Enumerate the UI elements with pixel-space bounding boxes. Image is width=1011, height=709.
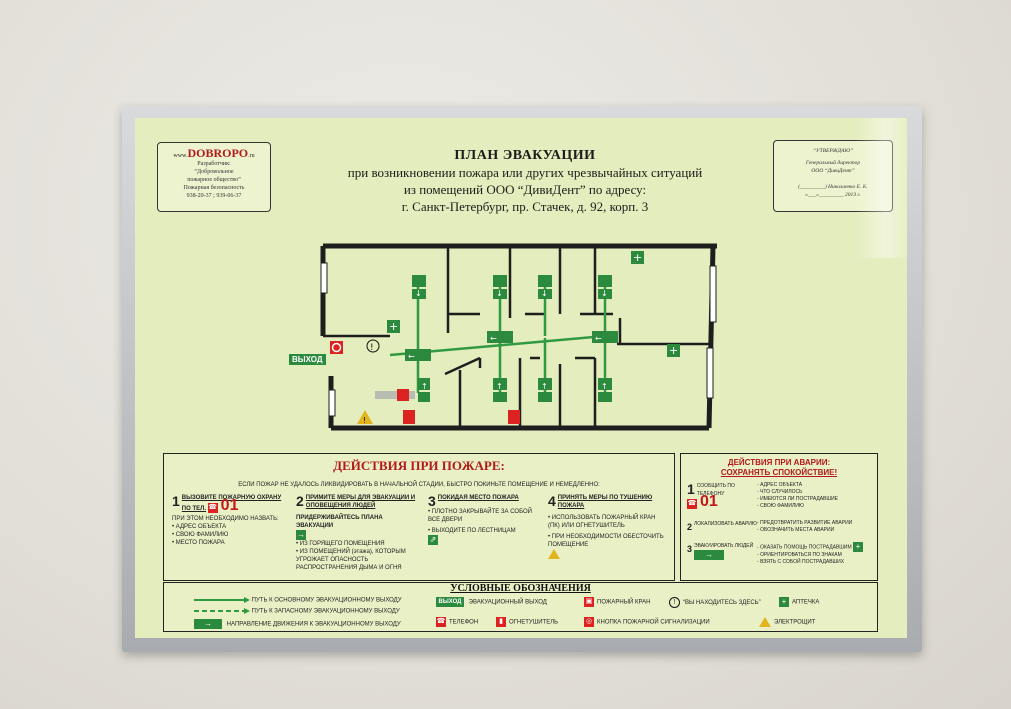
developer-line: пожарное общество”: [187, 177, 241, 183]
you-are-here-icon: !: [669, 597, 680, 608]
developer-line: Разработчик:: [197, 161, 231, 167]
developer-logo-box: www.DOBROPO.ru Разработчик: “Добровольно…: [157, 142, 271, 212]
svg-text:←: ←: [408, 352, 415, 361]
exit-sign: ВЫХОД: [289, 354, 326, 365]
phone-icon: [397, 389, 409, 401]
direction-sign-icon: →: [194, 619, 222, 629]
svg-text:↓: ↓: [601, 289, 608, 298]
developer-line: Пожарная безопасность: [183, 185, 245, 191]
legend-alarm-button: ◎КНОПКА ПОЖАРНОЙ СИГНАЛИЗАЦИИ: [584, 617, 710, 627]
approval-line: ООО “ДивиДент”: [811, 168, 855, 174]
plan-subtitle-1: при возникновении пожара или других чрез…: [347, 165, 703, 180]
direction-signs: [405, 275, 618, 402]
warning-icon: [548, 549, 560, 559]
svg-text:!: !: [370, 343, 374, 353]
svg-text:+: +: [633, 251, 642, 264]
accident-actions-panel: ДЕЙСТВИЯ ПРИ АВАРИИ: СОХРАНЯТЬ СПОКОЙСТВ…: [680, 453, 878, 581]
approval-stamp-box: “УТВЕРЖДАЮ” Генеральный директор ООО “Ди…: [773, 140, 893, 212]
stairs-icon: ⇗: [428, 535, 438, 545]
legend-extinguisher: ▮ОГНЕТУШИТЕЛЬ: [496, 617, 558, 627]
svg-text:↑: ↑: [541, 382, 548, 391]
developer-phone: 938-20-37 ; 939-06-37: [186, 193, 242, 199]
legend-exit: ВЫХОД ЭВАКУАЦИОННЫЙ ВЫХОД: [436, 597, 547, 607]
first-aid-icons: + + +: [387, 251, 680, 357]
approval-signature-line: (_________) Николаенко Е. К.: [798, 184, 868, 190]
phone-icon: ☎: [436, 617, 446, 627]
exit-chip-icon: ВЫХОД: [436, 597, 464, 607]
first-aid-icon: +: [853, 542, 863, 552]
fire-step-2: 2 ПРИМИТЕ МЕРЫ ДЛЯ ЭВАКУАЦИИ И ОПОВЕЩЕНИ…: [296, 493, 416, 571]
svg-text:!: !: [363, 416, 366, 425]
exit-direction-icon: →: [296, 530, 306, 540]
first-aid-icon: +: [779, 597, 789, 607]
electric-panel-icon: [759, 617, 771, 627]
fire-step-1: 1 ВЫЗОВИТЕ ПОЖАРНУЮ ОХРАНУ ПО ТЕЛ. ☎01 П…: [172, 493, 282, 547]
plan-address: г. Санкт-Петербург, пр. Стачек, д. 92, к…: [401, 199, 649, 214]
you-are-here-icon: [366, 339, 380, 353]
exit-direction-icon: →: [694, 550, 725, 560]
fire-hose-cabinet: [375, 391, 415, 399]
svg-text:←: ←: [490, 334, 497, 343]
fire-actions-panel: ДЕЙСТВИЯ ПРИ ПОЖАРЕ: ЕСЛИ ПОЖАР НЕ УДАЛО…: [163, 453, 675, 581]
reserve-route-arrow-icon: [194, 608, 250, 614]
extinguisher-icon: [403, 410, 415, 424]
legend-reserve-route: ПУТЬ К ЗАПАСНОМУ ЭВАКУАЦИОННОМУ ВЫХОДУ: [194, 608, 400, 615]
svg-text:←: ←: [595, 334, 602, 343]
evacuation-plan-board: www.DOBROPO.ru Разработчик: “Добровольно…: [135, 118, 907, 638]
legend-main-route: ПУТЬ К ОСНОВНОМУ ЭВАКУАЦИОННОМУ ВЫХОДУ: [194, 597, 402, 604]
sign-arrows: ↓ ↓ ↓ ↓ ← ← ← ↑ ↑ ↑ ↑: [408, 289, 608, 391]
fire-hydrant-icon: ▣: [584, 597, 594, 607]
plan-title-block: ПЛАН ЭВАКУАЦИИ при возникновении пожара …: [295, 148, 755, 215]
svg-text:↑: ↑: [496, 382, 503, 391]
accident-actions-title: ДЕЙСТВИЯ ПРИ АВАРИИ: СОХРАНЯТЬ СПОКОЙСТВ…: [720, 458, 838, 477]
svg-text:↓: ↓: [496, 289, 503, 298]
svg-text:↑: ↑: [421, 382, 428, 391]
extinguisher-icon: ▮: [496, 617, 506, 627]
floor-plan: ↓ ↓ ↓ ↓ ← ← ← ↑ ↑ ↑ ↑ + + + ! !: [320, 243, 717, 431]
svg-text:↓: ↓: [541, 289, 548, 298]
extinguisher-icon: [508, 410, 520, 424]
fire-actions-subtitle: ЕСЛИ ПОЖАР НЕ УДАЛОСЬ ЛИКВИДИРОВАТЬ В НА…: [238, 482, 600, 488]
windows: [320, 262, 717, 417]
developer-brand: www.DOBROPO.ru: [173, 146, 255, 160]
fire-step-3: 3 ПОКИДАЯ МЕСТО ПОЖАРА • ПЛОТНО ЗАКРЫВАЙ…: [428, 493, 532, 545]
legend-electric-panel: ЭЛЕКТРОЩИТ: [759, 617, 815, 627]
legend-panel: УСЛОВНЫЕ ОБОЗНАЧЕНИЯ ПУТЬ К ОСНОВНОМУ ЭВ…: [163, 582, 878, 632]
svg-text:+: +: [669, 344, 678, 357]
fire-actions-title: ДЕЙСТВИЯ ПРИ ПОЖАРЕ:: [333, 458, 505, 473]
plan-subtitle-2: из помещений ООО “ДивиДент” по адресу:: [403, 182, 647, 197]
legend-title: УСЛОВНЫЕ ОБОЗНАЧЕНИЯ: [450, 583, 591, 594]
inner-walls: [323, 248, 710, 426]
svg-text:+: +: [389, 320, 398, 333]
phone-icon: ☎: [687, 499, 697, 510]
approval-date-line: «___»_________ 2013 г.: [805, 192, 861, 198]
light-glare: [855, 118, 907, 258]
legend-you-are-here: !“ВЫ НАХОДИТЕСЬ ЗДЕСЬ”: [669, 597, 761, 608]
legend-first-aid: +АПТЕЧКА: [779, 597, 819, 607]
alarm-button-icon: ◎: [584, 617, 594, 627]
svg-text:↓: ↓: [415, 289, 422, 298]
legend-phone: ☎ТЕЛЕФОН: [436, 617, 479, 627]
main-route-arrow-icon: [194, 597, 250, 603]
phone-icon: ☎: [207, 503, 218, 514]
approval-line: Генеральный директор: [805, 160, 861, 166]
legend-direction: → НАПРАВЛЕНИЕ ДВИЖЕНИЯ К ЭВАКУАЦИОННОМУ …: [194, 619, 401, 629]
developer-line: “Добровольное: [194, 169, 234, 175]
electrical-panel-icon: [357, 410, 373, 424]
fire-step-4: 4 ПРИНЯТЬ МЕРЫ ПО ТУШЕНИЮ ПОЖАРА • ИСПОЛ…: [548, 494, 668, 559]
svg-text:↑: ↑: [601, 382, 608, 391]
legend-fire-hydrant: ▣ПОЖАРНЫЙ КРАН: [584, 597, 651, 607]
approval-line: “УТВЕРЖДАЮ”: [812, 148, 854, 154]
plan-title: ПЛАН ЭВАКУАЦИИ: [454, 148, 596, 163]
